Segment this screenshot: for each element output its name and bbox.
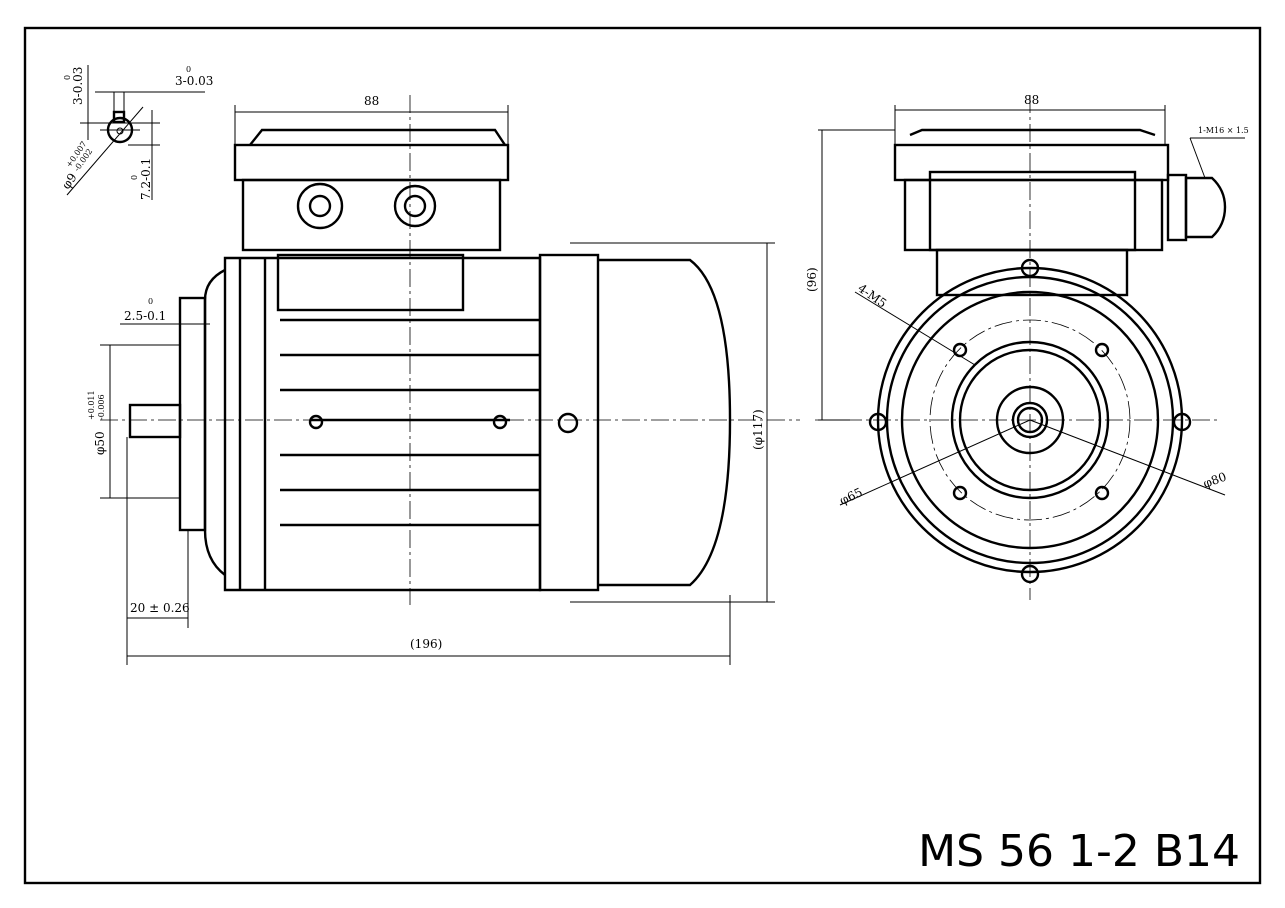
key-width-vertical: 3-0.03 — [71, 67, 85, 105]
spigot-depth-upper: 0 — [148, 297, 153, 306]
center-height: (96) — [805, 267, 819, 292]
key-width-horizontal-upper: 0 — [186, 65, 191, 74]
key-width-vertical-upper: 0 — [63, 75, 72, 80]
drawing-border — [23, 26, 1262, 885]
shaft-diameter: φ9 — [59, 171, 80, 192]
box-width-front: 88 — [1024, 93, 1039, 107]
spigot-depth: 2.5-0.1 — [124, 309, 166, 323]
threaded-holes: 4-M5 — [855, 281, 889, 311]
spigot-diameter: φ50 — [93, 431, 107, 455]
overall-length: (196) — [410, 637, 442, 651]
key-width-horizontal: 3-0.03 — [175, 74, 213, 88]
spigot-diameter-lower: -0.006 — [97, 394, 106, 420]
pcd-inner: φ65 — [837, 485, 864, 508]
overall-height: (φ117) — [751, 409, 765, 450]
key-depth-upper: 0 — [130, 175, 139, 180]
front-view: 88 1-M16 × 1.5 (96) 4-M5 φ65 φ80 — [805, 93, 1249, 600]
shaft-length: 20 ± 0.26 — [130, 601, 190, 615]
key-detail: 3-0.03 0 3-0.03 0 φ9 +0.007 -0.002 7.2-0… — [59, 65, 213, 200]
cable-gland: 1-M16 × 1.5 — [1198, 126, 1249, 135]
box-width-side: 88 — [364, 94, 379, 108]
model-title: MS 56 1-2 B14 — [918, 826, 1240, 877]
side-view: 88 φ50 +0.011 -0.006 2.5-0.1 0 20 ± 0.26 — [87, 94, 800, 665]
pcd-outer: φ80 — [1201, 470, 1228, 491]
key-depth: 7.2-0.1 — [139, 158, 153, 200]
spigot-diameter-upper: +0.011 — [87, 390, 96, 420]
